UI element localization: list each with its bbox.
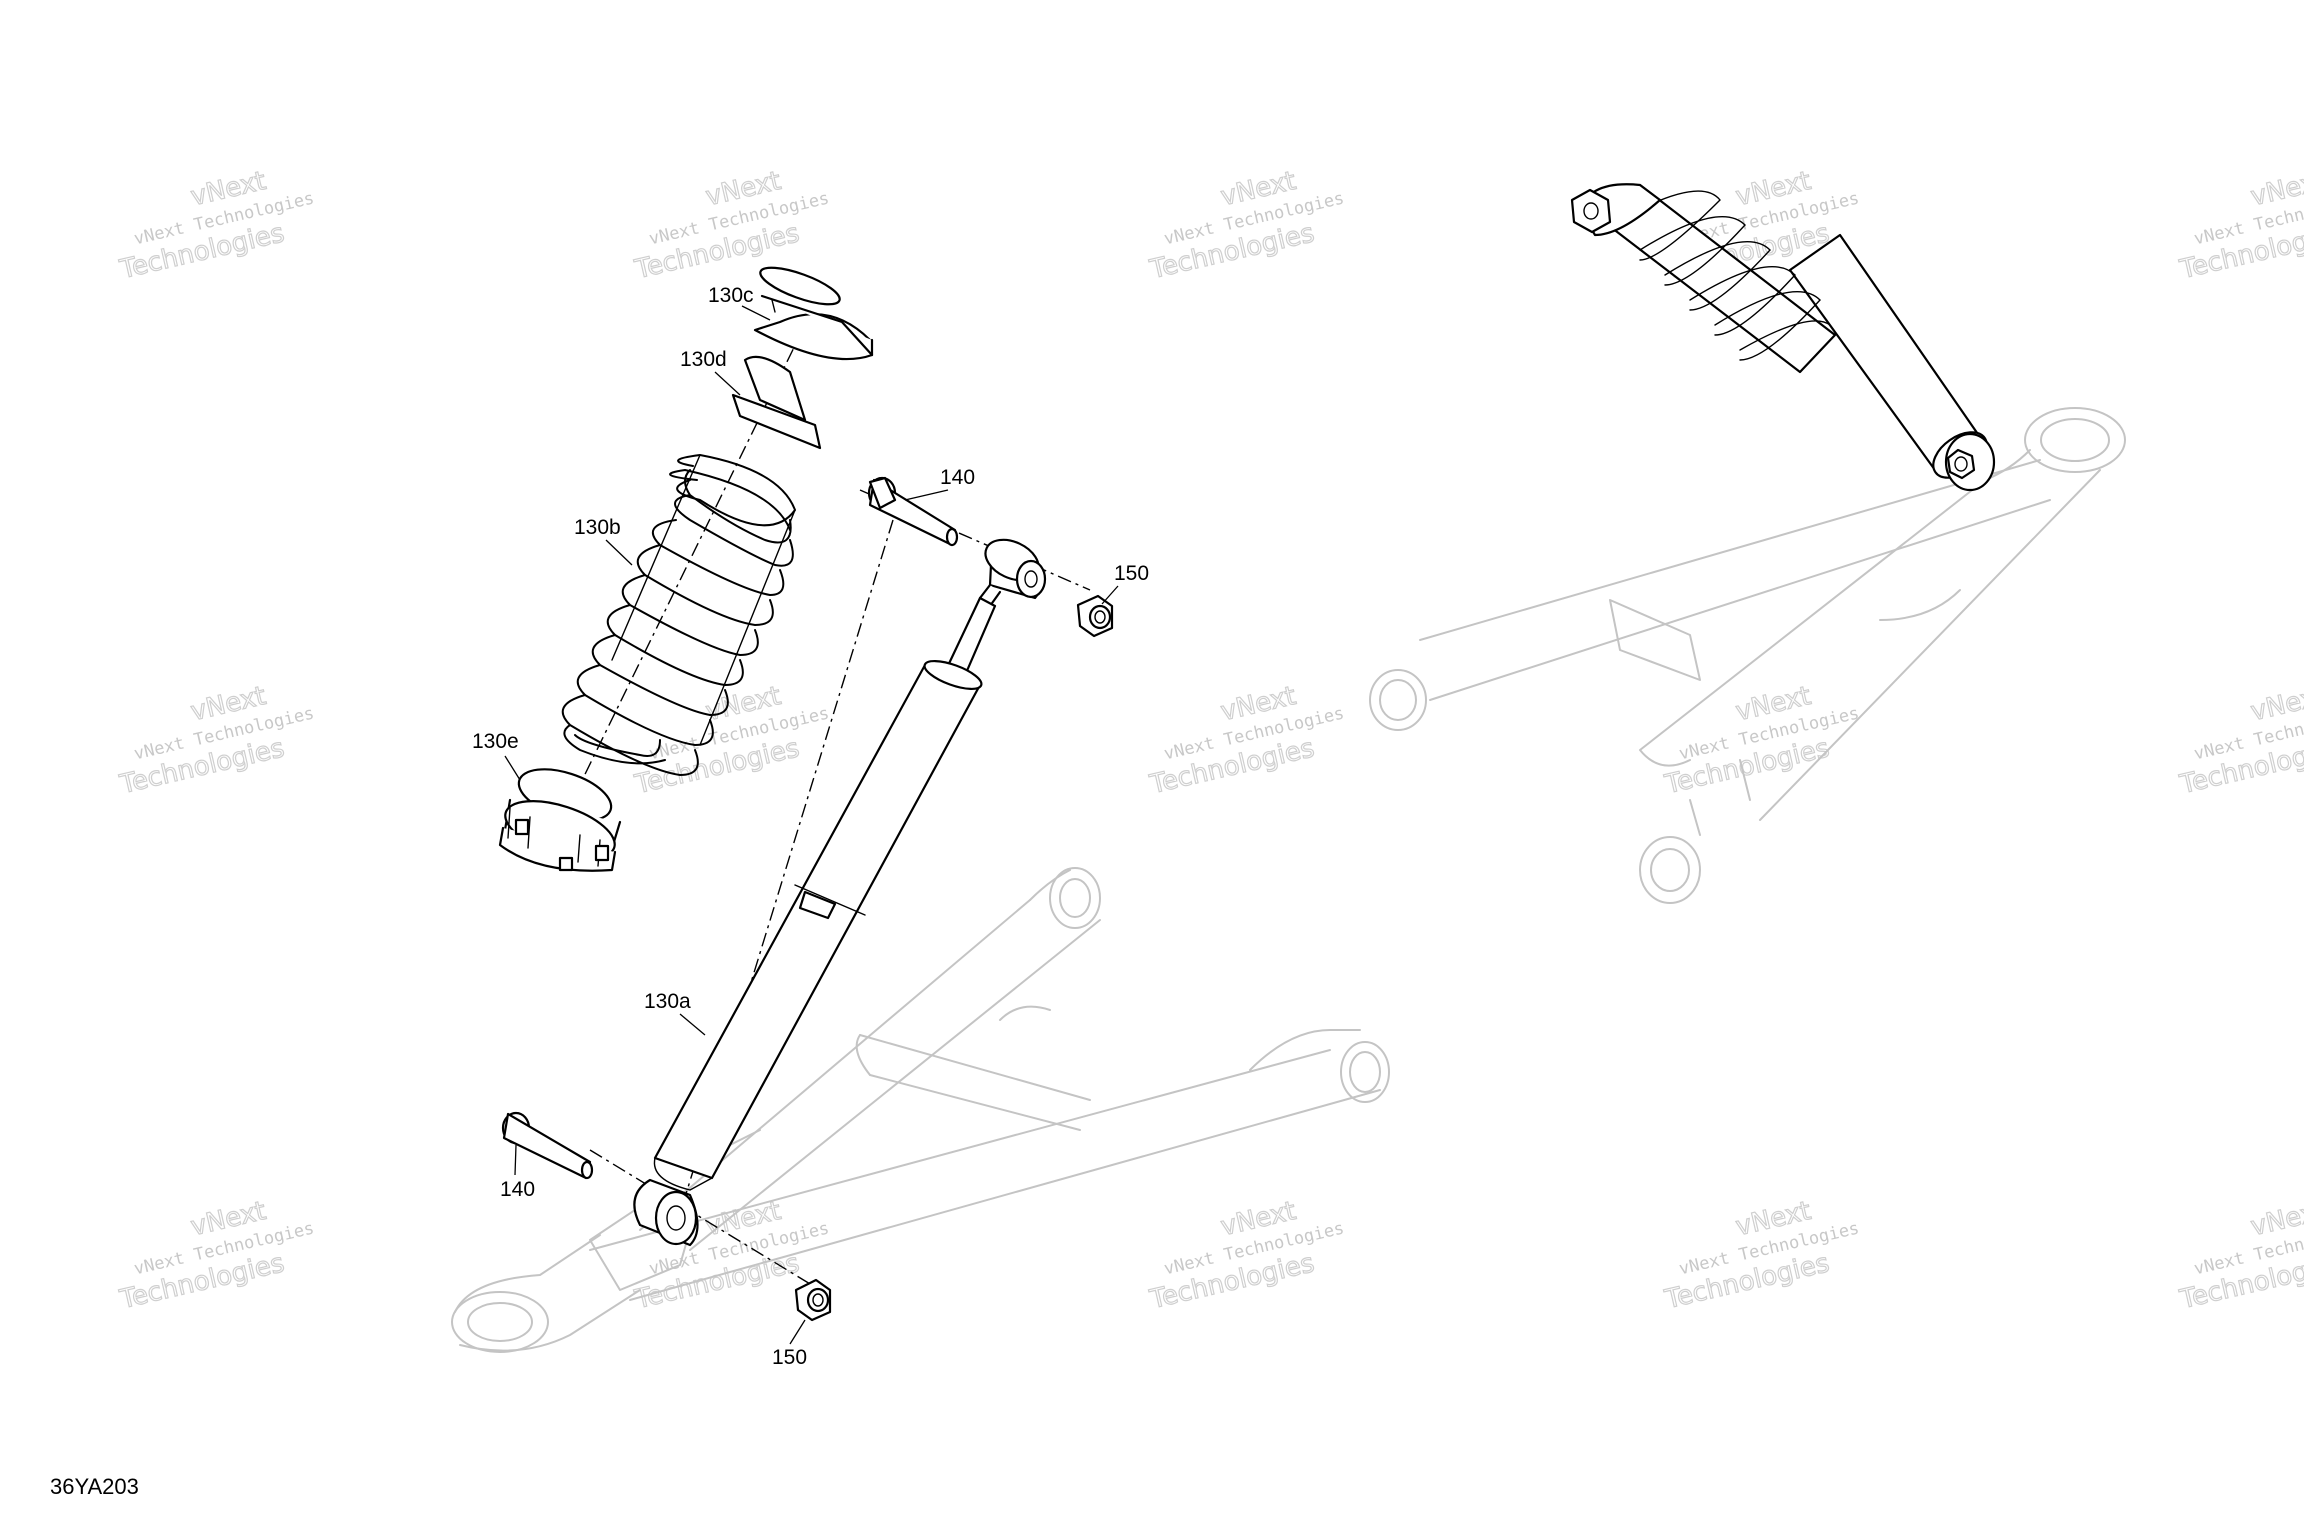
bolt-140-upper [867, 476, 959, 547]
callout-130a: 130a [644, 990, 691, 1013]
callout-140-upper: 140 [940, 466, 975, 489]
nut-150-upper [1076, 594, 1114, 638]
nut-150-lower [794, 1278, 832, 1322]
callout-150-upper: 150 [1114, 562, 1149, 585]
coil-spring-130b [561, 454, 796, 776]
shock-assembled [1570, 183, 1996, 492]
a-arm-ghost-right [1369, 407, 2126, 904]
callout-130b: 130b [574, 516, 621, 539]
shock-exploded [498, 266, 1114, 1322]
document-id: 36YA203 [50, 1474, 139, 1499]
callout-140-lower: 140 [500, 1178, 535, 1201]
shock-body-130a [653, 659, 983, 1191]
shock-lower-eye [633, 1178, 699, 1247]
bolt-140-lower [501, 1111, 594, 1180]
callouts: 130c 130d 130b 130e 140 150 130a 140 150… [50, 284, 1149, 1499]
callout-130c: 130c [708, 284, 754, 307]
callout-130e: 130e [472, 730, 519, 753]
spring-cup-130c [753, 266, 874, 361]
callout-150-lower: 150 [772, 1346, 807, 1369]
a-arm-ghost-left [451, 867, 1390, 1353]
spring-seat-130e [498, 768, 622, 872]
callout-130d: 130d [680, 348, 727, 371]
shock-upper-eye [978, 538, 1047, 608]
retainer-130d [731, 355, 822, 450]
